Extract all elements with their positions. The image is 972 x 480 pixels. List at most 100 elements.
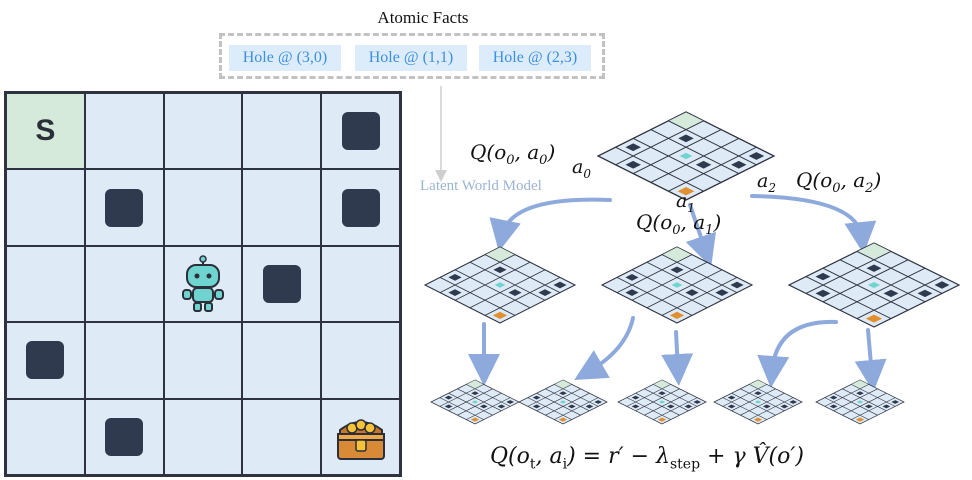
mini-hole (730, 281, 744, 289)
mini-grid-line (722, 397, 767, 420)
mini-chest (677, 186, 695, 196)
transition-arrow (757, 319, 838, 388)
mini-grid-line (631, 269, 708, 309)
mini-chest (558, 417, 568, 422)
hole-tile (105, 417, 144, 456)
grid-cell: S (6, 93, 85, 170)
action-label-a0: a0 (572, 156, 591, 181)
mini-hole (829, 404, 838, 409)
hole-tile (262, 264, 301, 303)
mini-grid-line (626, 397, 671, 420)
mini-chest (492, 311, 508, 320)
mini-grid-line (839, 259, 926, 303)
grid-cell (163, 245, 243, 323)
mini-hole (693, 400, 702, 404)
mini-board (713, 379, 803, 425)
mini-grid-line (527, 397, 572, 420)
grid-cell (163, 169, 243, 246)
atomic-facts-title: Atomic Facts (377, 8, 469, 27)
treasure-chest-icon (336, 419, 385, 460)
grid-cell (242, 169, 322, 246)
mini-grid-line (650, 137, 740, 183)
mini-grid-line (650, 129, 740, 175)
mini-chest (470, 417, 480, 422)
mini-hole (479, 404, 488, 409)
mini-grid-line (661, 254, 738, 293)
mini-grid-line (484, 254, 561, 293)
mini-hole (625, 274, 639, 281)
frozen-lake-grid: S (4, 91, 402, 477)
mini-hole (625, 160, 641, 169)
action-label-a2: a2 (757, 170, 776, 195)
mini-grid-line (439, 384, 484, 407)
mini-grid-line (466, 397, 511, 420)
mini-hole (866, 264, 882, 272)
mini-hole (829, 395, 838, 400)
mini-hole (448, 289, 462, 296)
mini-hole (882, 404, 891, 409)
mini-grid-line (731, 392, 776, 416)
mini-grid-line (805, 250, 892, 294)
mini-hole (625, 289, 639, 296)
mini-board (815, 379, 905, 425)
grid-cell (321, 169, 400, 246)
mini-chest (669, 311, 685, 320)
mini-hole (594, 400, 603, 404)
mini-grid-line (722, 384, 767, 407)
mini-grid-line (856, 250, 943, 294)
mini-grid-line (833, 392, 878, 416)
mini-hole (864, 404, 873, 409)
q-label-a1: Q(o0, a1) (636, 210, 722, 238)
grid-cell (84, 322, 164, 399)
mini-grid-line (616, 254, 693, 293)
mini-hole (567, 404, 576, 409)
grid-cell (321, 322, 400, 399)
fact-chip: Hole @ (1,1) (355, 45, 467, 71)
mini-grid-line (653, 397, 698, 420)
mini-grid-line (851, 397, 896, 420)
mini-start-cell (857, 243, 891, 260)
mini-hole (658, 391, 666, 396)
grid-cell (6, 245, 85, 323)
mini-hole (538, 289, 552, 296)
mini-grid-line (466, 384, 511, 407)
hole-tile (105, 188, 144, 227)
mini-chest (855, 417, 865, 422)
mini-hole (471, 391, 479, 396)
grid-cell (6, 398, 85, 475)
hole-tile (341, 112, 380, 151)
mini-grid-line (439, 277, 516, 316)
mini-grid-line (833, 388, 878, 412)
transition-arrow (661, 330, 694, 386)
mini-hole (448, 274, 462, 281)
fact-chip: Hole @ (3,0) (229, 45, 341, 71)
mini-hole (559, 391, 567, 396)
atomic-facts-box (219, 33, 605, 79)
start-label: S (35, 114, 56, 148)
mini-hole (695, 160, 712, 169)
hole-tile (26, 341, 65, 380)
mini-grid-line (646, 261, 723, 301)
mini-hole (553, 281, 567, 289)
mini-grid-line (731, 388, 776, 412)
grid-cell (84, 398, 164, 475)
mini-hole (631, 395, 640, 400)
mini-grid-line (545, 388, 590, 412)
transition-arrow (489, 197, 612, 252)
mini-grid-line (448, 388, 493, 412)
mini-hole (678, 134, 694, 143)
mini-grid-line (626, 384, 671, 407)
mini-grid-line (842, 388, 887, 412)
mini-grid-line (644, 392, 689, 416)
mini-robot (658, 400, 666, 404)
mini-grid-line (457, 388, 502, 412)
mini-grid-line (615, 120, 704, 166)
latent-world-model-label: Latent World Model (420, 178, 542, 194)
mini-grid-line (469, 269, 546, 309)
mini-hole (670, 266, 684, 274)
mini-grid-line (668, 120, 757, 166)
mini-hole (748, 152, 765, 160)
mini-grid-line (616, 277, 693, 316)
mini-hole (532, 404, 541, 409)
mini-hole (631, 404, 640, 409)
